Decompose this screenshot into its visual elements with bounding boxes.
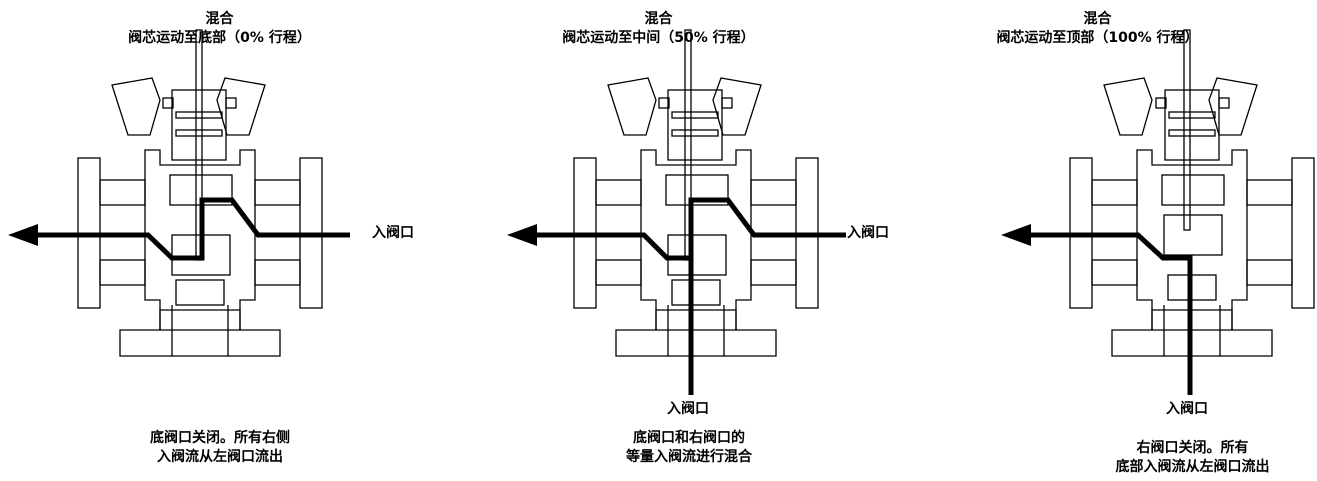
panel-subtitle: 阀芯运动至底部（0% 行程） xyxy=(128,30,311,46)
caption-line-1: 底阀口关闭。所有右侧 xyxy=(150,430,290,446)
right-inlet-label: 入阀口 xyxy=(847,225,889,241)
flow-arrowhead xyxy=(8,224,38,246)
panel-title: 混合 xyxy=(205,11,234,27)
panel-title: 混合 xyxy=(644,11,673,27)
caption-line-1: 底阀口和右阀口的 xyxy=(633,430,745,446)
caption-line-2: 等量入阀流进行混合 xyxy=(626,449,752,465)
panel-subtitle: 阀芯运动至顶部（100% 行程） xyxy=(996,30,1199,46)
panel-title: 混合 xyxy=(1083,11,1112,27)
caption-line-2: 入阀流从左阀口流出 xyxy=(157,449,283,465)
panel-middle-travel: 混合 阀芯运动至中间（50% 行程） 入阀口 入阀口 底阀口和右阀口的 等量入阀… xyxy=(439,0,889,481)
right-inlet-label: 入阀口 xyxy=(372,225,414,241)
valve-cross-section-diagram xyxy=(507,29,846,395)
caption-line-1: 右阀口关闭。所有 xyxy=(1136,440,1249,456)
caption-line-2: 底部入阀流从左阀口流出 xyxy=(1115,459,1270,475)
valve-cross-section-diagram xyxy=(1001,29,1315,395)
panel-top-travel: 混合 阀芯运动至顶部（100% 行程） 入阀口 右阀口关闭。所有 底部入阀流从左… xyxy=(878,0,1317,481)
panel-subtitle: 阀芯运动至中间（50% 行程） xyxy=(562,30,755,46)
bottom-inlet-label: 入阀口 xyxy=(667,401,709,417)
valve-cross-section-diagram xyxy=(8,29,350,357)
flow-arrowhead xyxy=(1001,224,1031,246)
flow-arrowhead xyxy=(507,224,537,246)
panel-bottom-travel: 混合 阀芯运动至底部（0% 行程） 入阀口 底阀口关闭。所有右侧 入阀流从左阀口… xyxy=(0,0,439,481)
bottom-inlet-label: 入阀口 xyxy=(1166,401,1208,417)
